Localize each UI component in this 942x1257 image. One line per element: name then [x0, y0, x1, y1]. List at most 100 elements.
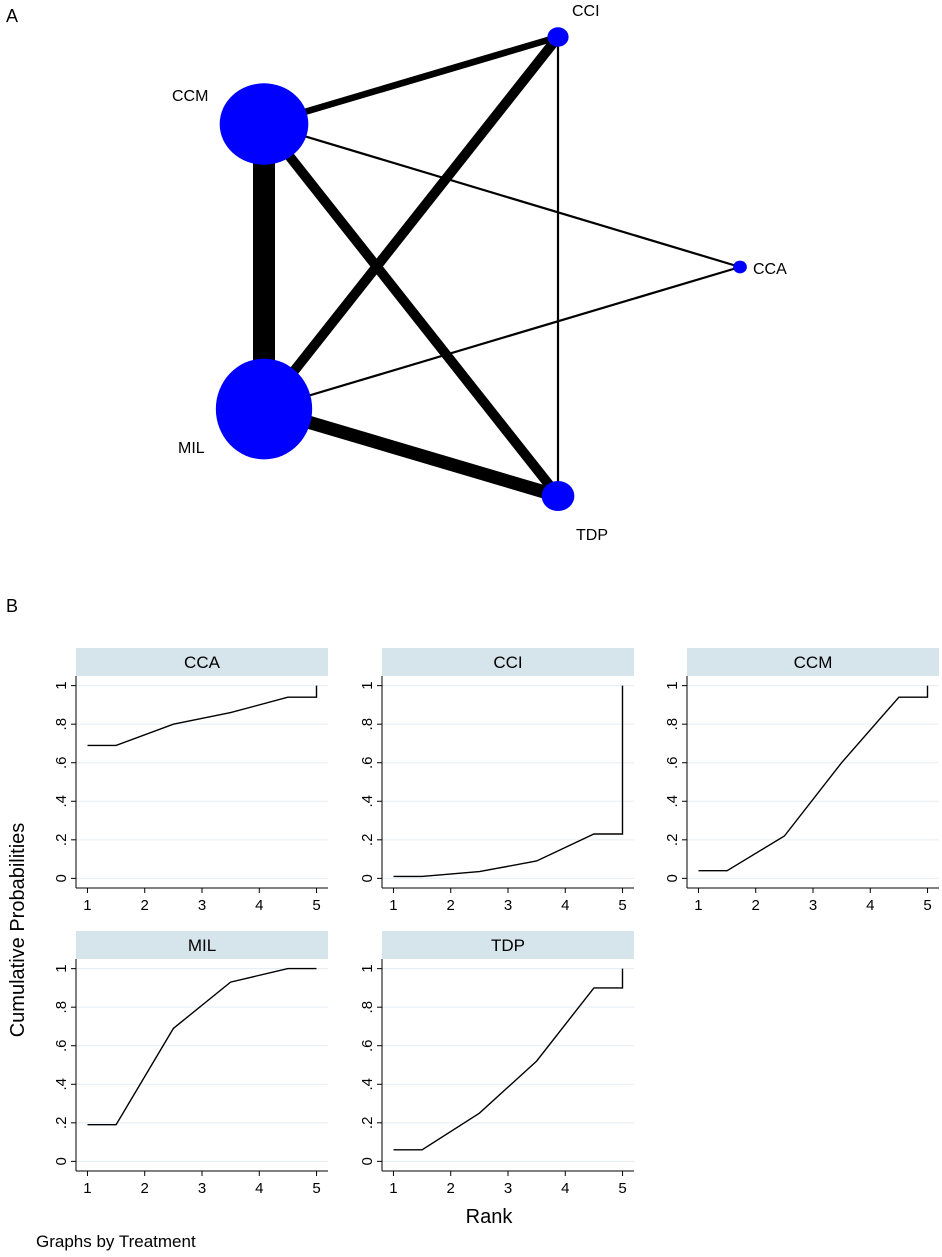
y-tick-label: .2 — [359, 834, 376, 847]
y-tick-label: .8 — [53, 1001, 70, 1014]
rank-panel-mil: MIL 0 .2 .4 .6 .8 1 1 2 3 4 5 — [53, 931, 328, 1197]
node-mil — [215, 358, 313, 460]
rank-panel-tdp: TDP 0 .2 .4 .6 .8 1 1 2 3 4 5 — [359, 931, 634, 1197]
node-cca — [733, 260, 747, 274]
x-tick-label: 4 — [255, 897, 263, 914]
y-tick-label: 1 — [53, 681, 70, 689]
node-label-mil: MIL — [178, 440, 205, 457]
x-tick-label: 3 — [198, 897, 206, 914]
y-tick-label: .8 — [53, 718, 70, 731]
node-ccm — [219, 83, 309, 165]
panel-a-label: A — [6, 6, 19, 26]
y-tick-label: .2 — [53, 1117, 70, 1130]
y-tick-label: .2 — [53, 834, 70, 847]
x-tick-label: 4 — [561, 897, 569, 914]
y-tick-label: .4 — [359, 795, 376, 808]
network-edges — [253, 33, 741, 503]
y-tick-label: 0 — [53, 874, 70, 882]
x-tick-label: 4 — [561, 1180, 569, 1197]
x-tick-label: 5 — [618, 1180, 626, 1197]
node-cci — [547, 27, 569, 47]
node-tdp — [541, 480, 575, 512]
node-label-cca: CCA — [753, 261, 787, 278]
y-tick-label: 0 — [664, 874, 681, 882]
rank-panel-cca: CCA 0 .2 .4 .6 .8 1 1 2 3 4 5 — [53, 648, 328, 914]
x-tick-label: 1 — [83, 1180, 91, 1197]
panel-strip — [76, 648, 328, 676]
y-tick-label: .8 — [359, 718, 376, 731]
y-tick-label: 0 — [359, 874, 376, 882]
series-line-ccm — [698, 685, 929, 872]
series-line-tdp — [393, 968, 624, 1151]
edge-ccm-cca — [263, 122, 741, 269]
y-tick-label: .2 — [664, 834, 681, 847]
panel-title: CCA — [184, 653, 221, 672]
edge-mil-tdp — [262, 402, 560, 503]
rank-panel-cci: CCI 0 .2 .4 .6 .8 1 1 2 3 4 5 — [359, 648, 634, 914]
y-tick-label: .8 — [664, 718, 681, 731]
x-tick-label: 2 — [141, 1180, 149, 1197]
x-tick-label: 2 — [447, 897, 455, 914]
panel-strip — [76, 931, 328, 959]
y-tick-label: 1 — [664, 681, 681, 689]
x-tick-label: 1 — [389, 1180, 397, 1197]
y-tick-label: .6 — [359, 756, 376, 769]
edge-ccm-cci — [263, 33, 559, 128]
x-axis-title: Rank — [466, 1206, 514, 1228]
x-tick-label: 5 — [923, 897, 931, 914]
node-label-ccm: CCM — [172, 88, 208, 105]
series-line-cci — [393, 685, 624, 878]
panel-strip — [382, 648, 634, 676]
x-tick-label: 5 — [312, 897, 320, 914]
x-tick-label: 1 — [694, 897, 702, 914]
rank-panel-ccm: CCM 0 .2 .4 .6 .8 1 1 2 3 4 5 — [664, 648, 939, 914]
y-tick-label: 0 — [359, 1157, 376, 1165]
panel-title: MIL — [188, 936, 216, 955]
x-tick-label: 2 — [447, 1180, 455, 1197]
edge-ccm-tdp — [260, 120, 562, 500]
x-tick-label: 5 — [618, 897, 626, 914]
series-line-mil — [87, 967, 317, 1126]
y-tick-label: 1 — [359, 681, 376, 689]
x-tick-label: 1 — [83, 897, 91, 914]
y-tick-label: .6 — [664, 756, 681, 769]
x-tick-label: 3 — [504, 1180, 512, 1197]
edge-mil-cca — [263, 265, 741, 411]
y-tick-label: .4 — [359, 1078, 376, 1091]
panel-strip — [382, 931, 634, 959]
x-tick-label: 5 — [312, 1180, 320, 1197]
y-tick-label: 1 — [53, 964, 70, 972]
y-tick-label: .2 — [359, 1117, 376, 1130]
y-tick-label: .4 — [664, 795, 681, 808]
y-tick-label: .6 — [359, 1039, 376, 1052]
footnote: Graphs by Treatment — [36, 1232, 196, 1251]
edge-cci-mil — [260, 33, 562, 413]
x-tick-label: 1 — [389, 897, 397, 914]
x-tick-label: 4 — [866, 897, 874, 914]
x-tick-label: 2 — [752, 897, 760, 914]
x-tick-label: 2 — [141, 897, 149, 914]
y-tick-label: 1 — [359, 964, 376, 972]
panel-title: CCM — [794, 653, 833, 672]
panel-strip — [687, 648, 939, 676]
node-label-tdp: TDP — [576, 527, 608, 544]
y-tick-label: .6 — [53, 1039, 70, 1052]
y-tick-label: .4 — [53, 795, 70, 808]
panel-title: CCI — [493, 653, 522, 672]
node-label-cci: CCI — [572, 3, 600, 20]
y-axis-title: Cumulative Probabilities — [7, 823, 29, 1038]
y-tick-label: 0 — [53, 1157, 70, 1165]
network-labels: CCI CCM CCA MIL TDP — [172, 3, 787, 544]
cumulative-rank-plots: CCA 0 .2 .4 .6 .8 1 1 2 3 4 5 CCI 0 .2 .4 .6 .8 1 1 2 3 4 5 CCM 0… — [7, 648, 939, 1228]
x-tick-label: 4 — [255, 1180, 263, 1197]
panel-title: TDP — [491, 936, 525, 955]
network-plot: CCI CCM CCA MIL TDP — [172, 3, 787, 544]
network-nodes — [215, 27, 747, 512]
y-tick-label: .8 — [359, 1001, 376, 1014]
x-tick-label: 3 — [504, 897, 512, 914]
y-tick-label: .6 — [53, 756, 70, 769]
x-tick-label: 3 — [198, 1180, 206, 1197]
y-tick-label: .4 — [53, 1078, 70, 1091]
x-tick-label: 3 — [809, 897, 817, 914]
series-line-cca — [87, 685, 318, 747]
